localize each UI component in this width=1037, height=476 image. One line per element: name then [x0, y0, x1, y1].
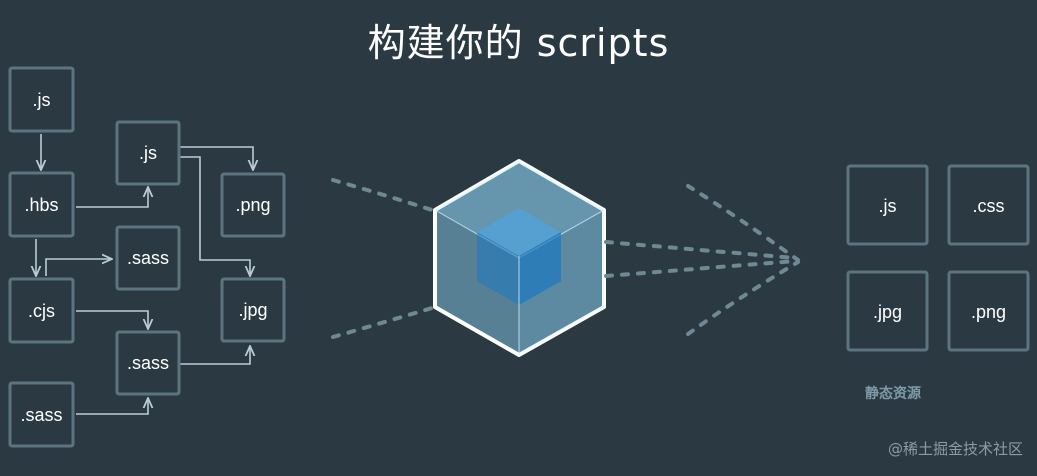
module-label: .sass: [127, 248, 169, 268]
module-label: .js: [33, 90, 51, 110]
asset-label: .png: [971, 302, 1006, 322]
module-label: .sass: [127, 353, 169, 373]
source-modules: .js .hbs .cjs .sass .js .sass: [8, 66, 286, 448]
module-label: .jpg: [238, 300, 267, 320]
module-node: .sass: [8, 381, 75, 448]
asset-label: .css: [972, 196, 1004, 216]
output-arrow-icon: [604, 184, 800, 336]
flow-in-top: [331, 178, 434, 212]
asset-label: .jpg: [873, 302, 902, 322]
asset-node: .png: [947, 270, 1030, 352]
page-title: 构建你的 scripts: [367, 21, 670, 65]
module-label: .js: [139, 143, 157, 163]
module-node: .js: [115, 120, 181, 186]
edge-cjs-to-sass-top: [45, 259, 112, 276]
module-node: .sass: [115, 330, 181, 396]
asset-node: .css: [947, 164, 1030, 246]
webpack-cube-icon: [433, 159, 606, 357]
dependency-edges: [36, 134, 253, 415]
module-node: .js: [8, 66, 75, 133]
asset-node: .jpg: [846, 270, 929, 352]
flow-in-bottom: [331, 306, 434, 339]
asset-label: .js: [879, 196, 897, 216]
edge-hbs-to-js: [76, 187, 148, 208]
module-label: .cjs: [28, 301, 55, 321]
module-label: .sass: [20, 405, 62, 425]
watermark: @稀土掘金技术社区: [887, 440, 1023, 458]
module-node: .cjs: [8, 277, 75, 344]
output-assets: .js .css .jpg .png: [846, 164, 1030, 352]
module-node: .png: [220, 172, 286, 238]
edge-sass-to-sass: [76, 398, 148, 415]
asset-node: .js: [846, 164, 929, 246]
edge-js-to-png: [180, 146, 253, 170]
module-label: .hbs: [24, 195, 58, 215]
edge-js-to-jpg: [180, 156, 250, 276]
module-node: .hbs: [8, 171, 75, 238]
edge-cjs-to-sass-mid: [76, 310, 148, 329]
module-node: .jpg: [220, 277, 286, 343]
module-label: .png: [235, 195, 270, 215]
module-node: .sass: [115, 225, 181, 291]
output-caption: 静态资源: [865, 386, 921, 402]
edge-sass-to-jpg: [180, 346, 250, 365]
